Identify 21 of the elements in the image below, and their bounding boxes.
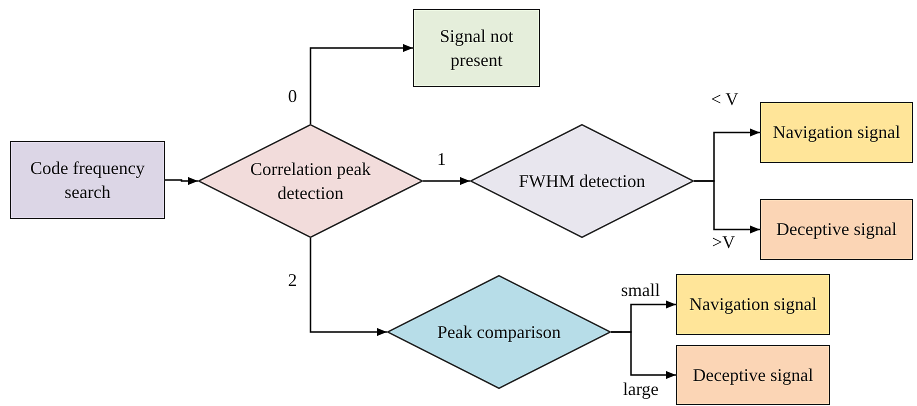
arrow	[310, 238, 387, 336]
arrow	[694, 180, 760, 234]
decision-label: Correlation peak detection	[249, 158, 372, 205]
box-label: Deceptive signal	[692, 364, 814, 387]
box-label: Navigation signal	[689, 293, 817, 316]
process-box	[760, 199, 913, 260]
process-box	[760, 102, 913, 163]
process-box	[676, 274, 830, 335]
arrow	[165, 177, 198, 185]
box-label: Code frequency search	[29, 156, 146, 204]
decision-label: Peak comparison	[437, 320, 561, 344]
arrow	[310, 44, 413, 124]
arrow	[423, 177, 470, 185]
arrow	[611, 331, 676, 379]
process-box	[413, 9, 540, 87]
box-label: Navigation signal	[772, 121, 900, 144]
process-box	[10, 141, 165, 219]
box-label: Signal not present	[438, 24, 514, 72]
process-box	[676, 345, 830, 405]
box-label: Deceptive signal	[776, 218, 897, 242]
decision-label: FWHM detection	[518, 170, 646, 193]
